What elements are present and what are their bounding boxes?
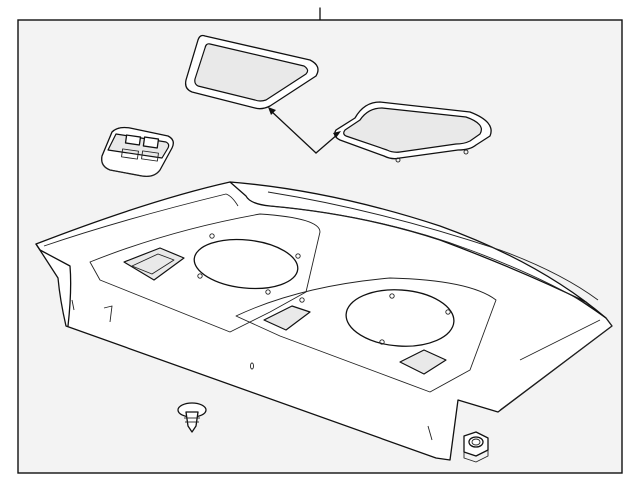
hex-nut (463, 431, 489, 463)
rear-shelf-panel (35, 181, 613, 461)
lower-trim-cover (334, 101, 492, 163)
upper-trim-cover (184, 34, 319, 110)
callout-arrows (268, 107, 341, 154)
push-pin-fastener (177, 402, 207, 433)
switch-bezel (101, 126, 174, 178)
